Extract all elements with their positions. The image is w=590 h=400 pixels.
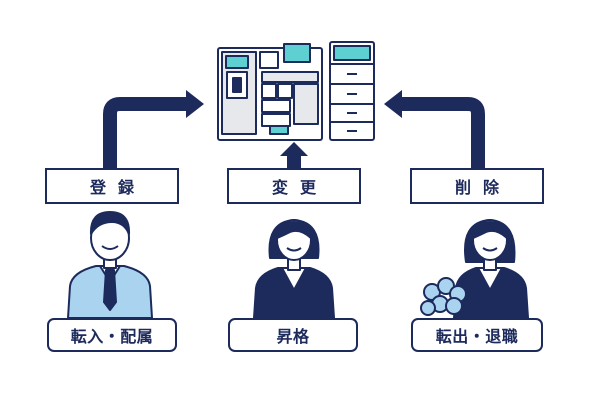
transfer-out-event-box: 転出・退職 [411,318,543,352]
storage-cabinet-icon [329,41,375,141]
businesswoman-icon [253,219,335,319]
arrow-register-to-system [103,90,204,172]
arrow-delete-to-system [384,90,485,172]
change-action-box: 変更 [227,168,361,204]
businessman-icon [67,211,153,319]
arrow-change-to-system [280,142,308,170]
woman-with-bouquet-icon [420,219,529,319]
promotion-event-box: 昇格 [228,318,358,352]
bouquet-icon [420,277,467,316]
key-management-machine-icon [217,43,323,141]
register-action-box: 登録 [45,168,179,204]
transfer-in-event-box: 転入・配属 [47,318,177,352]
delete-action-box: 削除 [410,168,544,204]
